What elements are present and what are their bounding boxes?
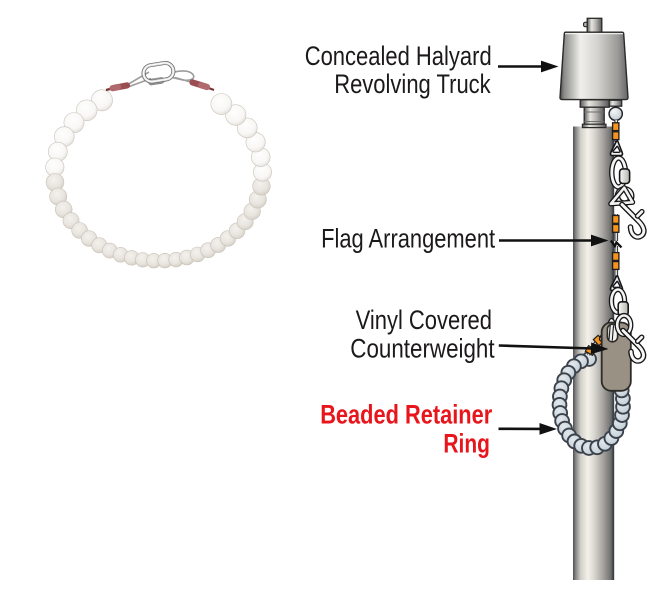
svg-text:Ring: Ring	[443, 429, 490, 459]
svg-text:Vinyl Covered: Vinyl Covered	[356, 305, 492, 335]
svg-text:Beaded Retainer: Beaded Retainer	[320, 400, 492, 430]
svg-text:Revolving Truck: Revolving Truck	[334, 69, 491, 99]
svg-text:Counterweight: Counterweight	[350, 334, 495, 364]
svg-text:Flag Arrangement: Flag Arrangement	[321, 223, 495, 253]
svg-text:Concealed Halyard: Concealed Halyard	[305, 41, 492, 71]
